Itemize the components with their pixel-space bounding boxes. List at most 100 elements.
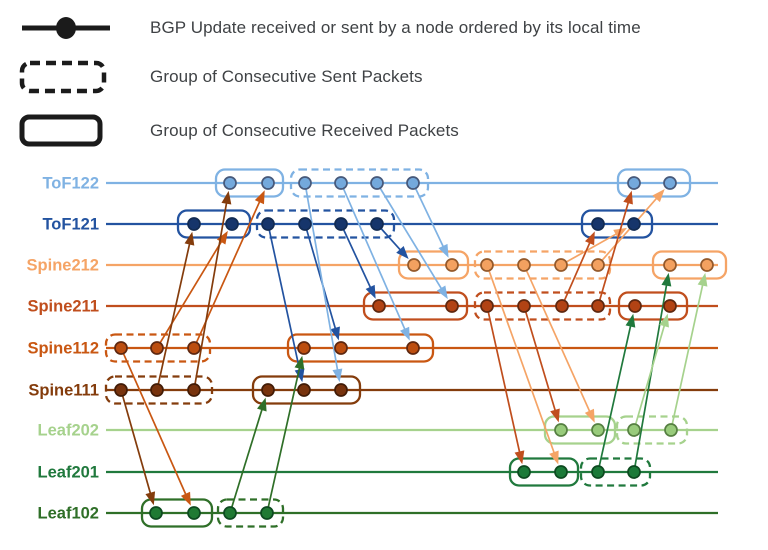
bgp-update-arrow: [122, 352, 188, 496]
packet-dot: [445, 299, 459, 313]
arrowhead: [550, 408, 560, 423]
arrowhead: [584, 231, 595, 246]
packet-dot: [517, 465, 531, 479]
arrowhead: [254, 190, 265, 205]
legend-label: BGP Update received or sent by a node or…: [150, 18, 641, 37]
sent-group-box: [473, 250, 612, 280]
packet-dot: [223, 506, 237, 520]
node-label: Leaf202: [38, 422, 99, 440]
packet-dot: [114, 383, 128, 397]
packet-dot: [261, 217, 275, 231]
packet-dot: [554, 258, 568, 272]
legend: BGP Update received or sent by a node or…: [0, 0, 768, 158]
arrowhead: [549, 450, 559, 465]
packet-dot: [149, 506, 163, 520]
received-group-box: [580, 209, 654, 239]
bgp-update-arrow: [634, 283, 668, 468]
packet-dot: [260, 506, 274, 520]
received-group-box: [397, 250, 470, 280]
packet-dot: [591, 299, 605, 313]
arrowhead: [436, 285, 448, 300]
bgp-update-arrow: [342, 228, 372, 290]
received-group-box: [651, 250, 728, 280]
legend-item-sent-group: Group of Consecutive Sent Packets: [18, 57, 423, 97]
arrowhead: [365, 284, 376, 299]
bgp-update-arrow: [268, 228, 301, 372]
arrowhead: [221, 190, 232, 205]
packet-dot: [627, 217, 641, 231]
packet-dot: [150, 341, 164, 355]
packet-dot: [372, 299, 386, 313]
node-label: Spine111: [28, 382, 99, 400]
packet-dot: [555, 299, 569, 313]
solid-box-icon: [18, 113, 118, 149]
packet-dot: [261, 176, 275, 190]
arrowhead: [514, 450, 525, 465]
bgp-update-arrow: [564, 232, 618, 264]
received-group-box: [362, 291, 469, 321]
received-group-box: [543, 415, 617, 445]
arrowhead: [180, 491, 191, 506]
packet-dot: [554, 423, 568, 437]
bgp-update-arrow: [563, 241, 592, 302]
node-label: ToF121: [42, 216, 99, 234]
packet-dot: [298, 217, 312, 231]
sent-group-box: [289, 168, 430, 198]
bgp-update-arrow: [379, 227, 402, 252]
packet-dot: [591, 258, 605, 272]
bgp-update-arrow: [267, 366, 301, 509]
received-group-box: [251, 375, 362, 405]
arrowhead: [294, 355, 305, 370]
bgp-update-arrow: [378, 186, 443, 291]
packet-dot: [297, 341, 311, 355]
arrowhead: [145, 491, 156, 506]
bgp-update-arrow: [194, 201, 228, 386]
sent-group-box: [104, 375, 214, 405]
packet-dot: [591, 423, 605, 437]
bgp-update-arrow: [305, 187, 339, 372]
arrowhead: [184, 231, 195, 246]
packet-dot: [700, 258, 714, 272]
arrowhead: [330, 326, 340, 341]
bgp-update-arrow: [598, 324, 632, 468]
dashed-box-icon: [18, 59, 118, 95]
received-group-box: [140, 498, 214, 528]
bgp-update-arrow: [598, 200, 630, 302]
packet-dot: [663, 258, 677, 272]
line-dot-icon: [18, 11, 118, 45]
arrowhead: [659, 313, 669, 328]
packet-dot: [298, 176, 312, 190]
packet-dot: [627, 465, 641, 479]
sent-group-box: [104, 333, 212, 363]
packet-dot: [663, 176, 677, 190]
bgp-update-arrow: [342, 187, 407, 331]
packet-dot: [627, 176, 641, 190]
packet-dot: [150, 383, 164, 397]
bgp-update-arrow: [414, 187, 445, 249]
arrowhead: [625, 313, 636, 328]
legend-item-received-group: Group of Consecutive Received Packets: [18, 111, 459, 151]
sent-group-box: [255, 209, 396, 239]
sent-group-box: [615, 415, 689, 445]
packet-dot: [554, 465, 568, 479]
bgp-update-arrow: [671, 283, 704, 426]
packet-dot: [445, 258, 459, 272]
bgp-update-arrow: [121, 394, 152, 495]
packet-dot: [187, 341, 201, 355]
received-group-box: [286, 333, 435, 363]
arrowhead: [661, 272, 672, 287]
packet-dot: [591, 465, 605, 479]
node-label: Leaf102: [38, 505, 99, 523]
sent-group-box: [473, 291, 612, 321]
packet-dot: [187, 506, 201, 520]
arrowhead: [396, 246, 409, 260]
received-group-box: [508, 457, 580, 487]
packet-dot: [407, 258, 421, 272]
packet-dot: [627, 423, 641, 437]
packet-dot: [517, 299, 531, 313]
bgp-update-arrow: [600, 196, 659, 262]
packet-dot: [406, 341, 420, 355]
received-group-box: [617, 291, 689, 321]
